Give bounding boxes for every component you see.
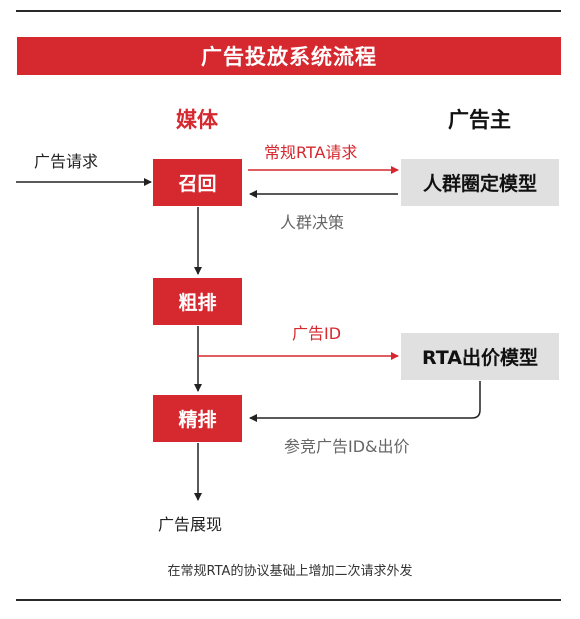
column-header-advertiser: 广告主 — [448, 108, 511, 132]
node-bid-model: RTA出价模型 — [401, 333, 559, 380]
arrow-bid-compete — [249, 381, 481, 422]
diagram-title: 广告投放系统流程 — [17, 37, 561, 75]
column-header-media: 媒体 — [176, 108, 218, 132]
node-crowd-model: 人群圈定模型 — [401, 159, 559, 206]
top-rule — [16, 10, 561, 12]
label-bid-compete: 参竞广告ID&出价 — [284, 437, 410, 456]
node-coarse-rank: 粗排 — [153, 278, 242, 325]
node-recall: 召回 — [153, 159, 242, 206]
node-fine-rank: 精排 — [153, 395, 242, 442]
bottom-rule — [16, 599, 561, 601]
label-rta-request: 常规RTA请求 — [264, 143, 358, 162]
label-ad-request: 广告请求 — [34, 152, 99, 171]
label-ad-id: 广告ID — [292, 324, 342, 343]
label-crowd-decision: 人群决策 — [280, 213, 345, 232]
label-ad-display: 广告展现 — [158, 515, 223, 534]
footnote: 在常规RTA的协议基础上增加二次请求外发 — [167, 564, 413, 579]
